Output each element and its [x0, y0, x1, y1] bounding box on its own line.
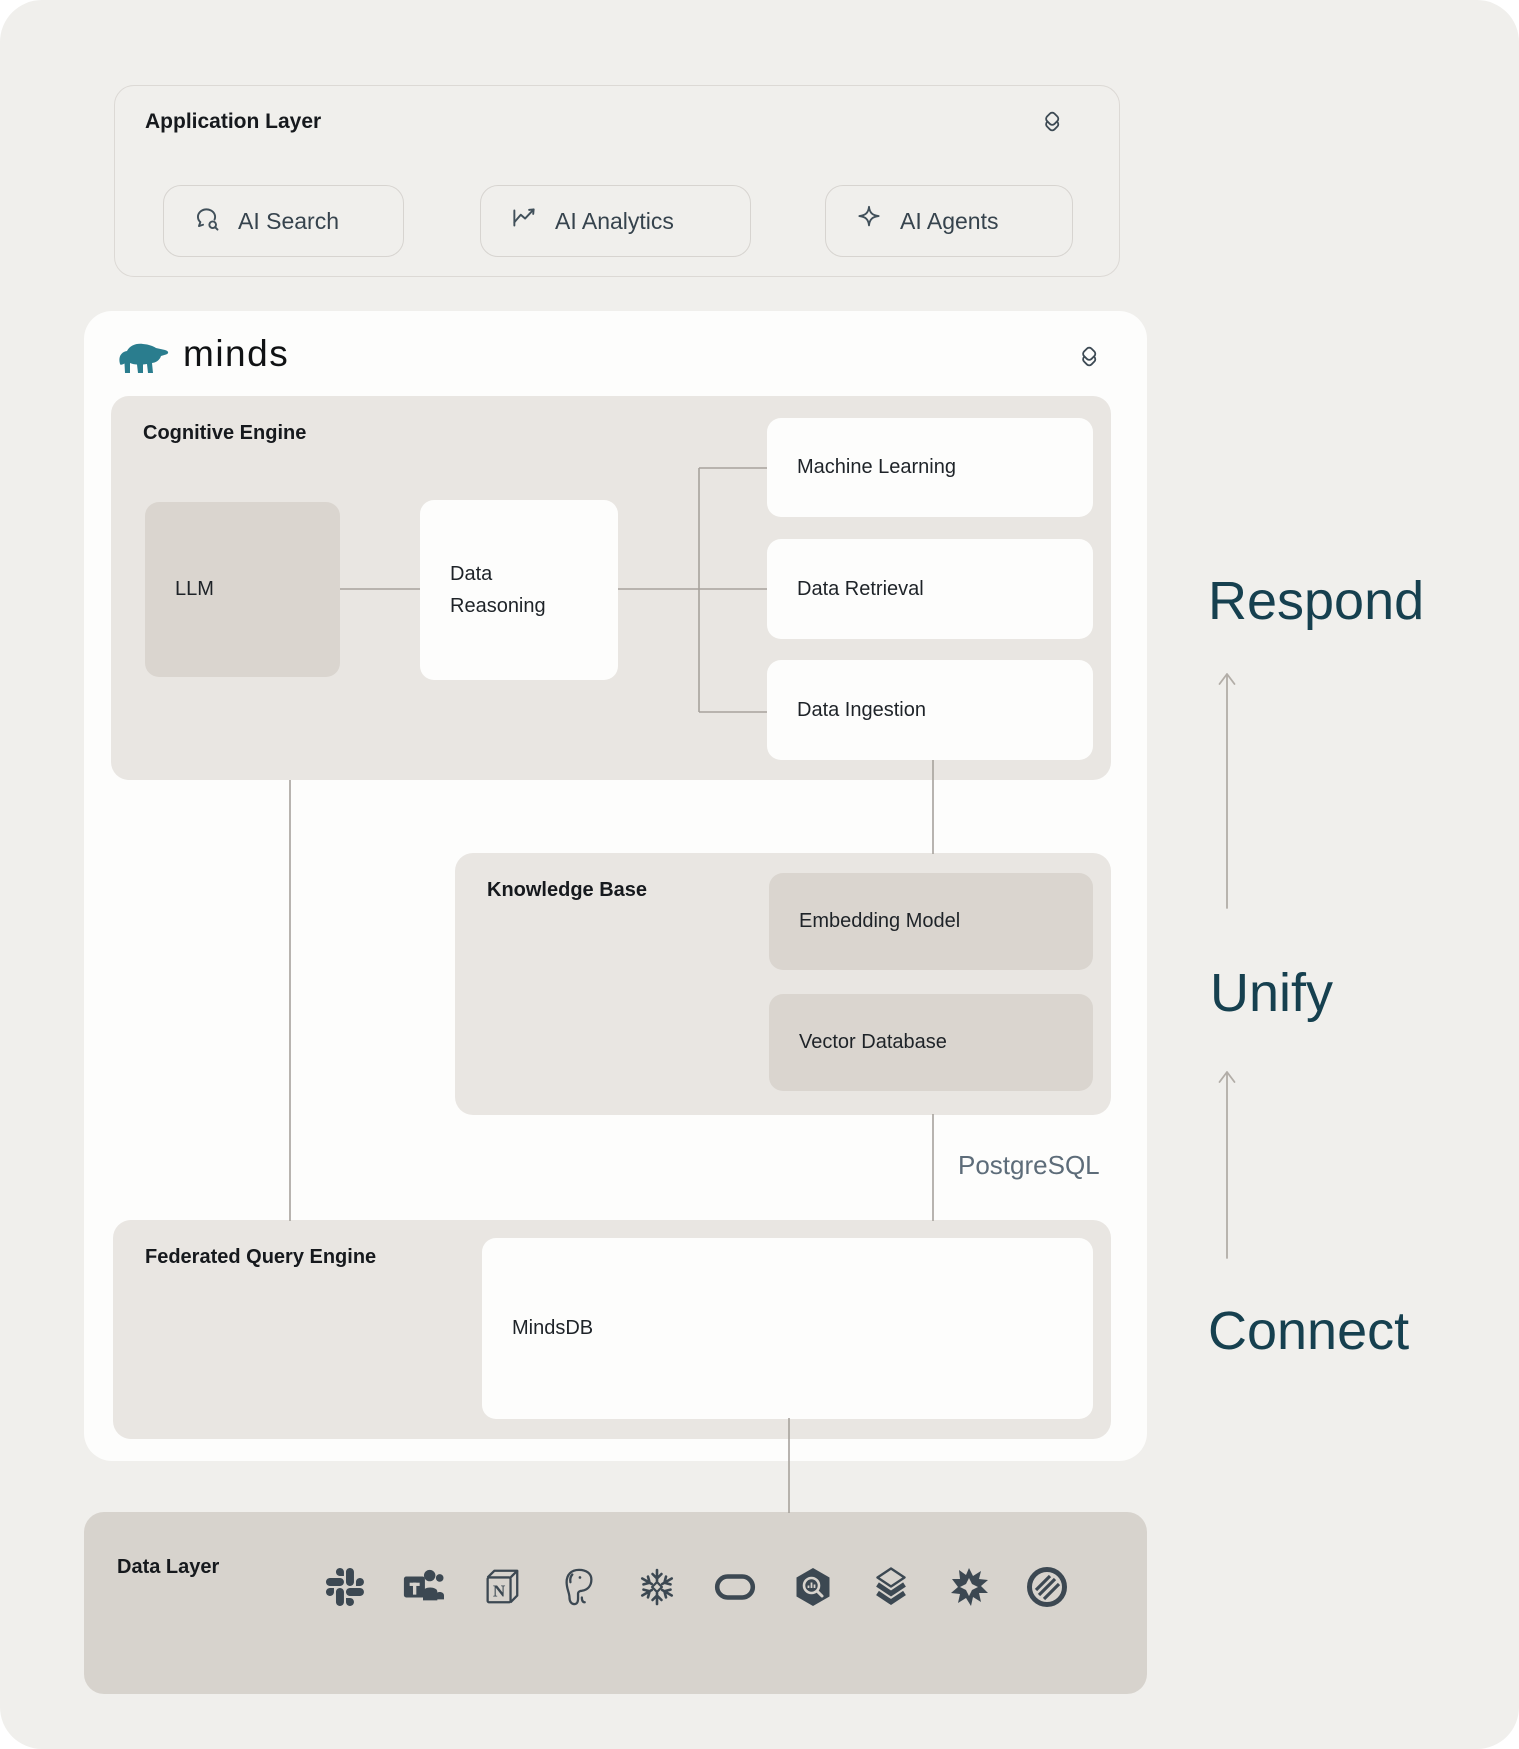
flow-label-respond: Respond: [1208, 571, 1425, 631]
snowflake-icon: [636, 1566, 678, 1608]
ai-agents-label: AI Agents: [900, 207, 999, 234]
postgresql-label: PostgreSQL: [958, 1150, 1100, 1180]
machine-learning-label: Machine Learning: [797, 456, 956, 478]
data-reasoning-label: Data Reasoning: [450, 563, 546, 617]
minds-card: minds Cognitive Engine LLM Data Reasonin…: [84, 311, 1147, 1461]
layers-icon: [1037, 108, 1067, 145]
application-layer-title: Application Layer: [145, 110, 322, 133]
embedding-model-node: Embedding Model: [769, 873, 1093, 970]
sparkle-icon: [854, 203, 884, 239]
mindsdb-node: MindsDB: [482, 1238, 1093, 1419]
cognitive-engine-title: Cognitive Engine: [143, 422, 307, 444]
flow-label-unify: Unify: [1210, 963, 1334, 1023]
line-chart-icon: [509, 203, 539, 239]
data-ingestion-node: Data Ingestion: [767, 660, 1093, 760]
ai-analytics-label: AI Analytics: [555, 207, 674, 234]
data-retrieval-node: Data Retrieval: [767, 539, 1093, 639]
slack-icon: [324, 1566, 366, 1608]
cognitive-engine-box: Cognitive Engine LLM Data Reasoning Mach…: [111, 396, 1111, 780]
knowledge-base-box: Knowledge Base Embedding Model Vector Da…: [455, 853, 1111, 1115]
flow-label-connect: Connect: [1208, 1301, 1410, 1361]
minds-logo-text: minds: [183, 333, 290, 374]
vector-database-node: Vector Database: [769, 994, 1093, 1091]
starburst-icon: [948, 1566, 990, 1608]
postgresql-icon: [558, 1566, 600, 1608]
chat-search-icon: [192, 203, 222, 239]
microsoft-teams-icon: [402, 1566, 444, 1608]
ai-agents-button[interactable]: AI Agents: [825, 185, 1073, 257]
striped-circle-icon: [1026, 1566, 1068, 1608]
ai-search-label: AI Search: [238, 207, 339, 234]
notion-icon: N: [480, 1566, 522, 1608]
vector-database-label: Vector Database: [799, 1031, 947, 1053]
data-ingestion-label: Data Ingestion: [797, 698, 926, 721]
bear-icon: [115, 340, 175, 383]
ai-analytics-button[interactable]: AI Analytics: [480, 185, 751, 257]
federated-query-engine-title: Federated Query Engine: [145, 1246, 377, 1268]
ai-search-button[interactable]: AI Search: [163, 185, 404, 257]
unify-arrow: [1218, 1071, 1236, 1259]
bigquery-icon: [792, 1566, 834, 1608]
layers-icon: [1074, 343, 1104, 380]
data-retrieval-label: Data Retrieval: [797, 577, 924, 600]
llm-node: LLM: [145, 502, 340, 677]
layer-stack-icon: [870, 1566, 912, 1608]
federated-query-engine-box: Federated Query Engine MindsDB: [113, 1220, 1111, 1439]
mindsdb-label: MindsDB: [512, 1317, 594, 1339]
embedding-model-label: Embedding Model: [799, 910, 961, 932]
data-source-icons: N: [324, 1566, 1068, 1608]
application-layer-card: Application Layer AI Search: [114, 85, 1120, 277]
knowledge-base-title: Knowledge Base: [487, 879, 648, 901]
respond-arrow: [1218, 673, 1236, 909]
oracle-icon: [714, 1566, 756, 1608]
data-reasoning-node: Data Reasoning: [420, 500, 618, 680]
llm-label: LLM: [175, 578, 214, 600]
svg-text:N: N: [493, 1582, 506, 1601]
machine-learning-node: Machine Learning: [767, 418, 1093, 517]
data-layer-box: Data Layer: [84, 1512, 1147, 1694]
data-layer-title: Data Layer: [117, 1556, 220, 1578]
